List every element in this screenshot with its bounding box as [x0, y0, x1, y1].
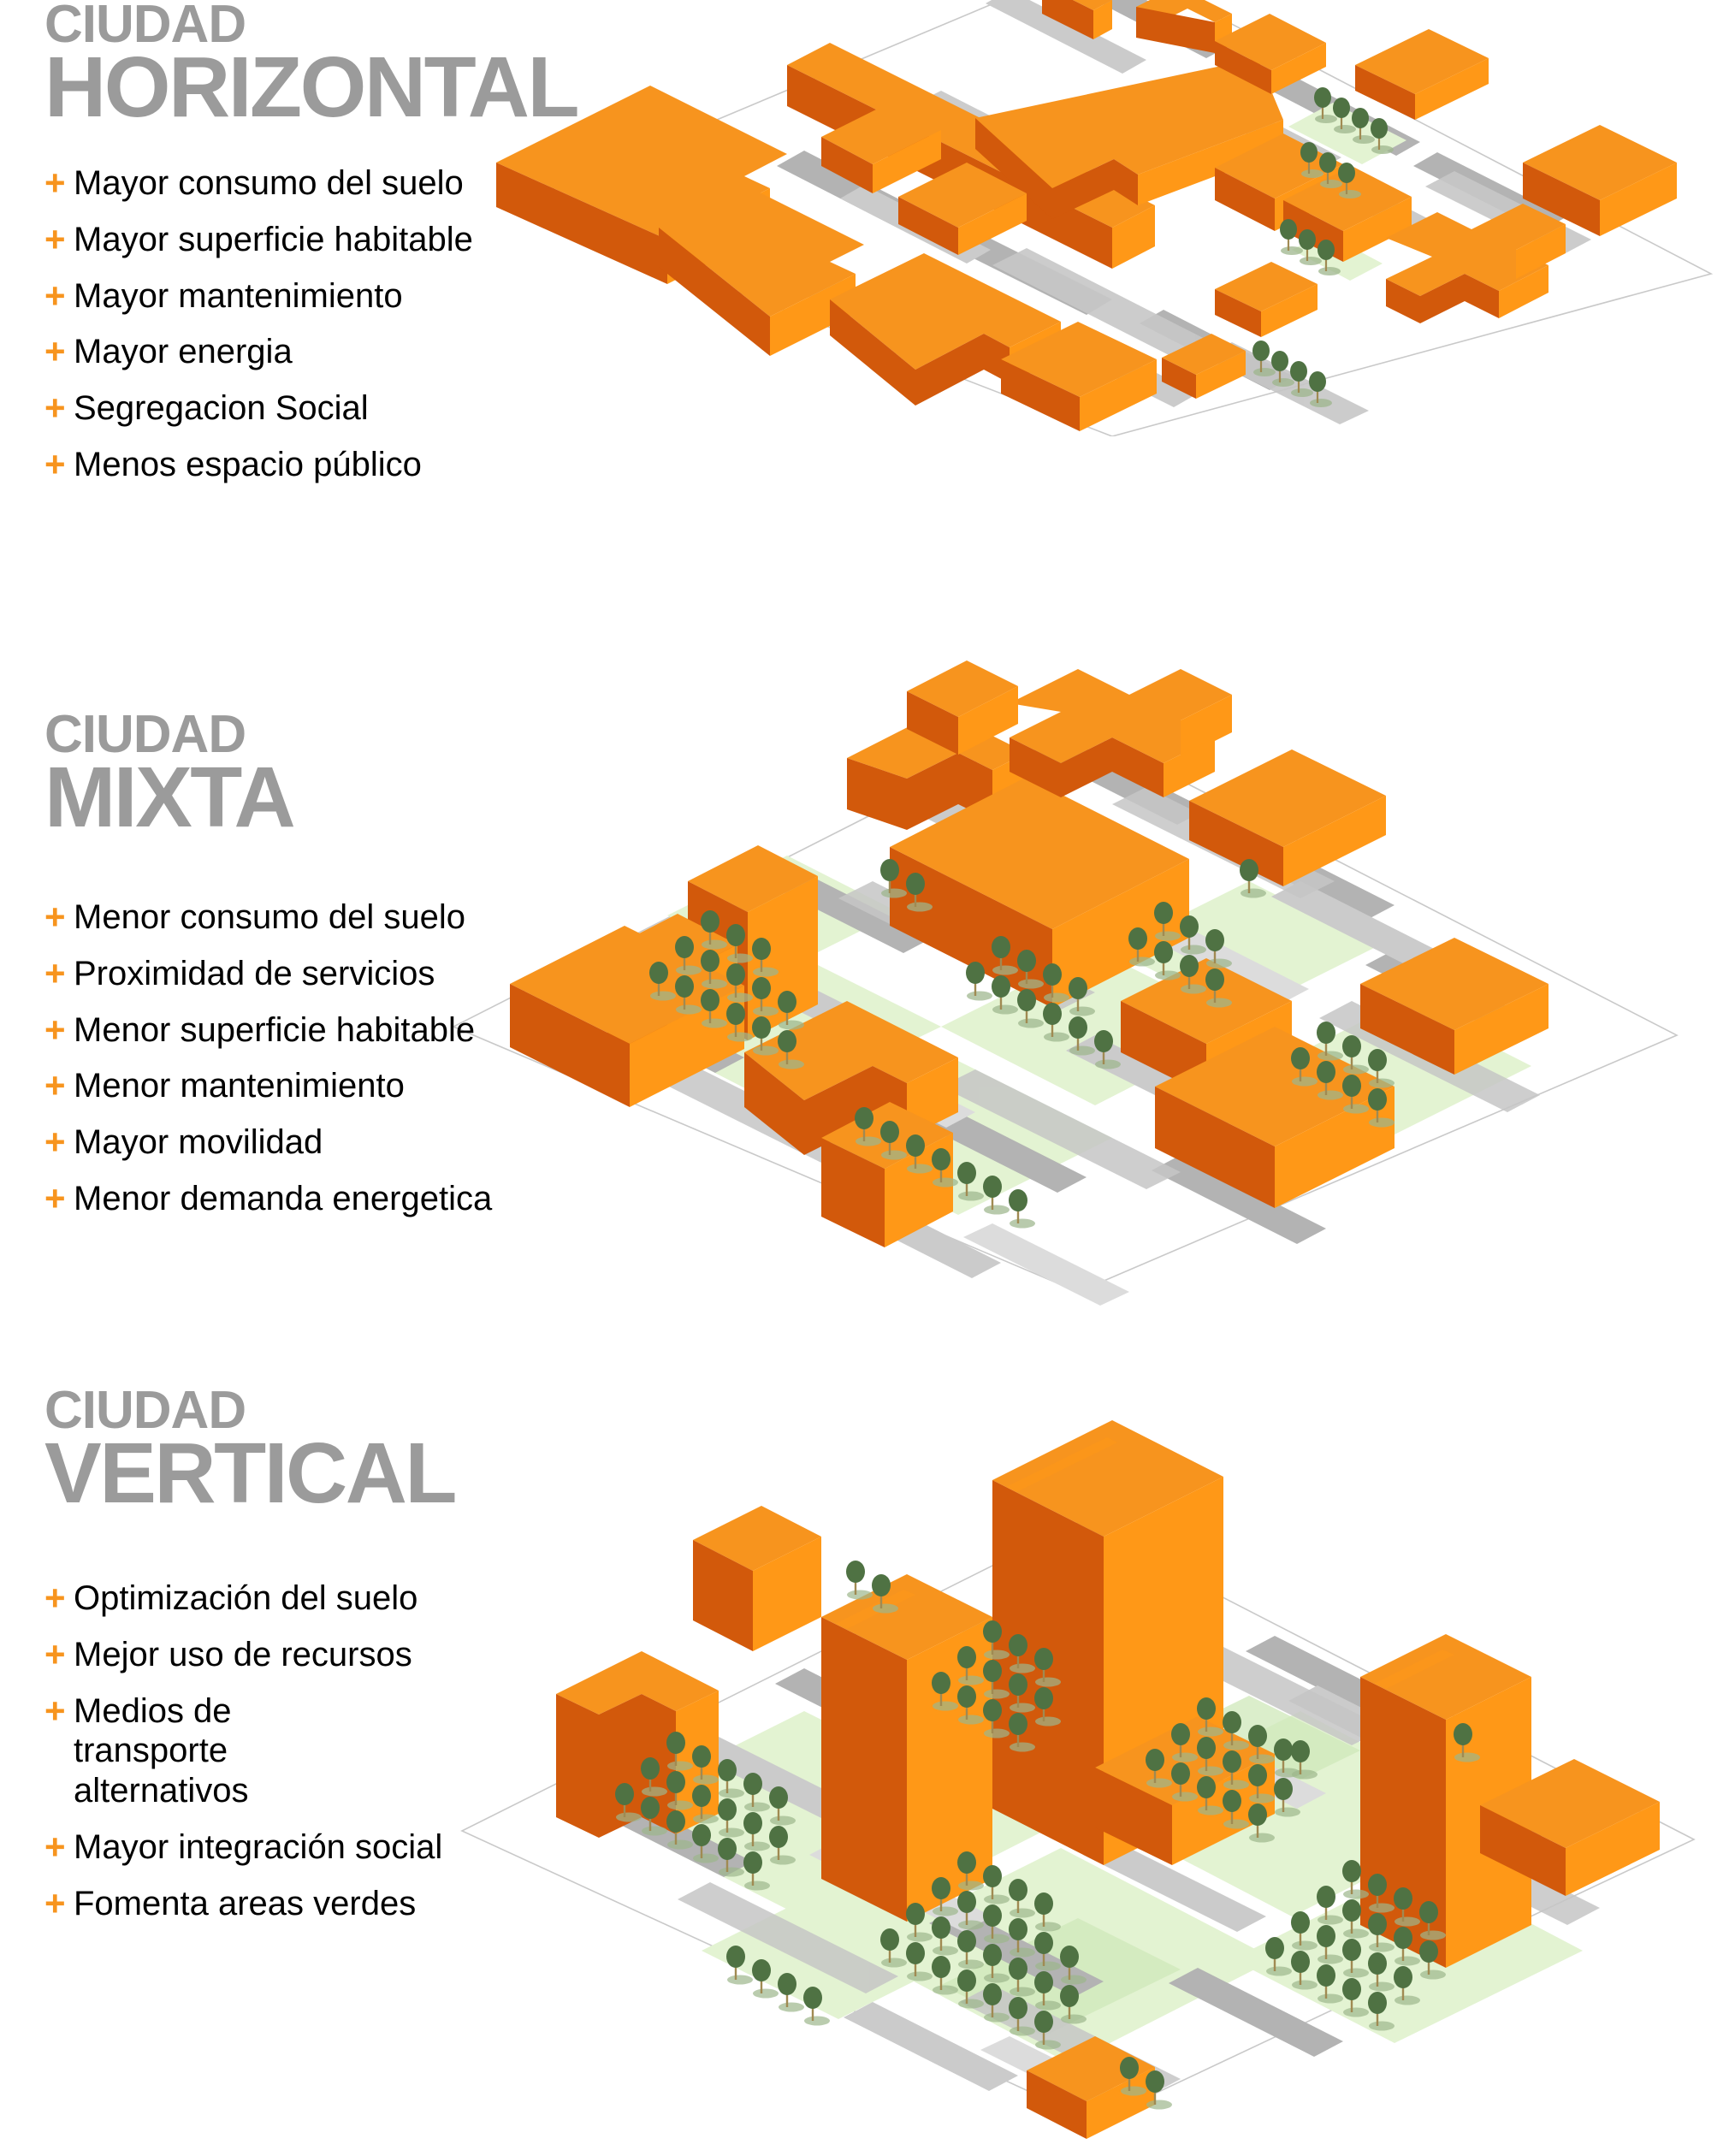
list-item-label: Mayor superficie habitable [74, 220, 473, 258]
building-block [1360, 938, 1548, 1075]
plus-icon: + [44, 952, 66, 993]
isometric-city-horizontal [462, 0, 1735, 436]
building-block [1042, 0, 1112, 39]
plus-icon: + [44, 444, 66, 485]
list-item-label: Menor consumo del suelo [74, 898, 466, 937]
building-block [510, 926, 744, 1107]
list-item-label: Proximidad de servicios [74, 954, 435, 992]
list-item: +Menor superficie habitable [44, 1010, 609, 1051]
plus-icon: + [44, 388, 66, 429]
plus-icon: + [44, 1633, 66, 1674]
list-item: +Medios de transporte alternativos [44, 1691, 609, 1811]
list-item-label: Menor mantenimiento [74, 1067, 405, 1105]
isometric-city-vertical [342, 1215, 1735, 2156]
list-item: +Mayor integración social [44, 1827, 609, 1868]
page-title-mixta: CIUDAD MIXTA [44, 705, 609, 846]
list-item-label: Menos espacio público [74, 446, 422, 484]
plus-icon: + [44, 331, 66, 372]
text-column-horizontal: CIUDAD HORIZONTAL +Mayor consumo del sue… [44, 0, 609, 501]
building-block [898, 163, 1027, 255]
building-block [821, 103, 941, 193]
page-title-horizontal: CIUDAD HORIZONTAL [44, 0, 609, 136]
plus-icon: + [44, 1690, 66, 1731]
list-item-label: Menor demanda energetica [74, 1180, 493, 1218]
plus-icon: + [44, 218, 66, 259]
list-item-label: Segregacion Social [74, 389, 369, 428]
title-small: CIUDAD [44, 705, 246, 764]
plus-icon: + [44, 1009, 66, 1050]
list-item: +Optimización del suelo [44, 1578, 609, 1619]
plus-icon: + [44, 163, 66, 204]
building-block [1189, 749, 1386, 886]
plus-icon: + [44, 1882, 66, 1923]
list-item: +Menor mantenimiento [44, 1065, 609, 1106]
plus-icon: + [44, 275, 66, 316]
section-ciudad-mixta: CIUDAD MIXTA +Menor consumo del suelo +P… [0, 660, 1735, 1386]
list-item: +Mayor consumo del suelo [44, 163, 609, 204]
title-small: CIUDAD [44, 1381, 246, 1440]
building-block [693, 1506, 821, 1651]
list-item-label: Mayor mantenimiento [74, 276, 403, 315]
building-block [1386, 204, 1566, 323]
list-item: +Menos espacio público [44, 444, 609, 485]
building-block [659, 185, 864, 356]
list-item-label: Mejor uso de recursos [74, 1635, 412, 1673]
title-small: CIUDAD [44, 0, 246, 54]
building-block [1001, 322, 1157, 431]
list-item-label: Menor superficie habitable [74, 1010, 476, 1049]
list-item: +Mejor uso de recursos [44, 1633, 609, 1675]
list-item-label: Fomenta areas verdes [74, 1884, 417, 1922]
building-block [1523, 125, 1677, 236]
text-column-mixta: CIUDAD MIXTA +Menor consumo del suelo +P… [44, 705, 609, 1235]
benefits-list-mixta: +Menor consumo del suelo +Proximidad de … [44, 897, 609, 1219]
list-item: +Menor consumo del suelo [44, 897, 609, 938]
text-column-vertical: CIUDAD VERTICAL +Optimización del suelo … [44, 1381, 609, 1940]
list-item: +Mayor mantenimiento [44, 275, 609, 317]
benefits-list-horizontal: +Mayor consumo del suelo +Mayor superfic… [44, 163, 609, 485]
list-item-label: Mayor energia [74, 333, 293, 371]
list-item-label: Optimización del suelo [74, 1579, 418, 1618]
building-block [975, 58, 1283, 219]
plus-icon: + [44, 1178, 66, 1219]
isometric-city-mixta [342, 436, 1728, 1309]
plus-icon: + [44, 1827, 66, 1868]
list-item: +Mayor superficie habitable [44, 218, 609, 260]
page-title-vertical: CIUDAD VERTICAL [44, 1381, 609, 1522]
plus-icon: + [44, 1122, 66, 1163]
benefits-list-vertical: +Optimización del suelo +Mejor uso de re… [44, 1578, 609, 1924]
list-item-label: Mayor integración social [74, 1828, 443, 1867]
building-block [907, 660, 1018, 755]
list-item-label: Mayor consumo del suelo [74, 164, 464, 203]
section-ciudad-vertical: CIUDAD VERTICAL +Optimización del suelo … [0, 1381, 1735, 2139]
list-item-label: Mayor movilidad [74, 1123, 323, 1162]
list-item: +Mayor movilidad [44, 1122, 609, 1163]
list-item: +Proximidad de servicios [44, 952, 609, 994]
list-item: +Segregacion Social [44, 388, 609, 429]
title-big: HORIZONTAL [44, 39, 580, 136]
building-block [1162, 334, 1246, 399]
plus-icon: + [44, 1578, 66, 1619]
building-block [1355, 29, 1489, 120]
list-item: +Menor demanda energetica [44, 1178, 609, 1219]
building-block [1215, 262, 1318, 337]
plus-icon: + [44, 897, 66, 938]
building-block [1215, 14, 1326, 94]
section-ciudad-horizontal: CIUDAD HORIZONTAL +Mayor consumo del sue… [0, 0, 1735, 710]
title-big: MIXTA [44, 749, 296, 846]
list-item: +Mayor energia [44, 331, 609, 372]
title-big: VERTICAL [44, 1425, 458, 1522]
plus-icon: + [44, 1065, 66, 1106]
building-block [1010, 669, 1232, 797]
building-block [1480, 1759, 1660, 1896]
list-item-label: Medios de transporte alternativos [74, 1691, 249, 1810]
list-item: +Fomenta areas verdes [44, 1882, 609, 1924]
building-block [1155, 1027, 1395, 1208]
